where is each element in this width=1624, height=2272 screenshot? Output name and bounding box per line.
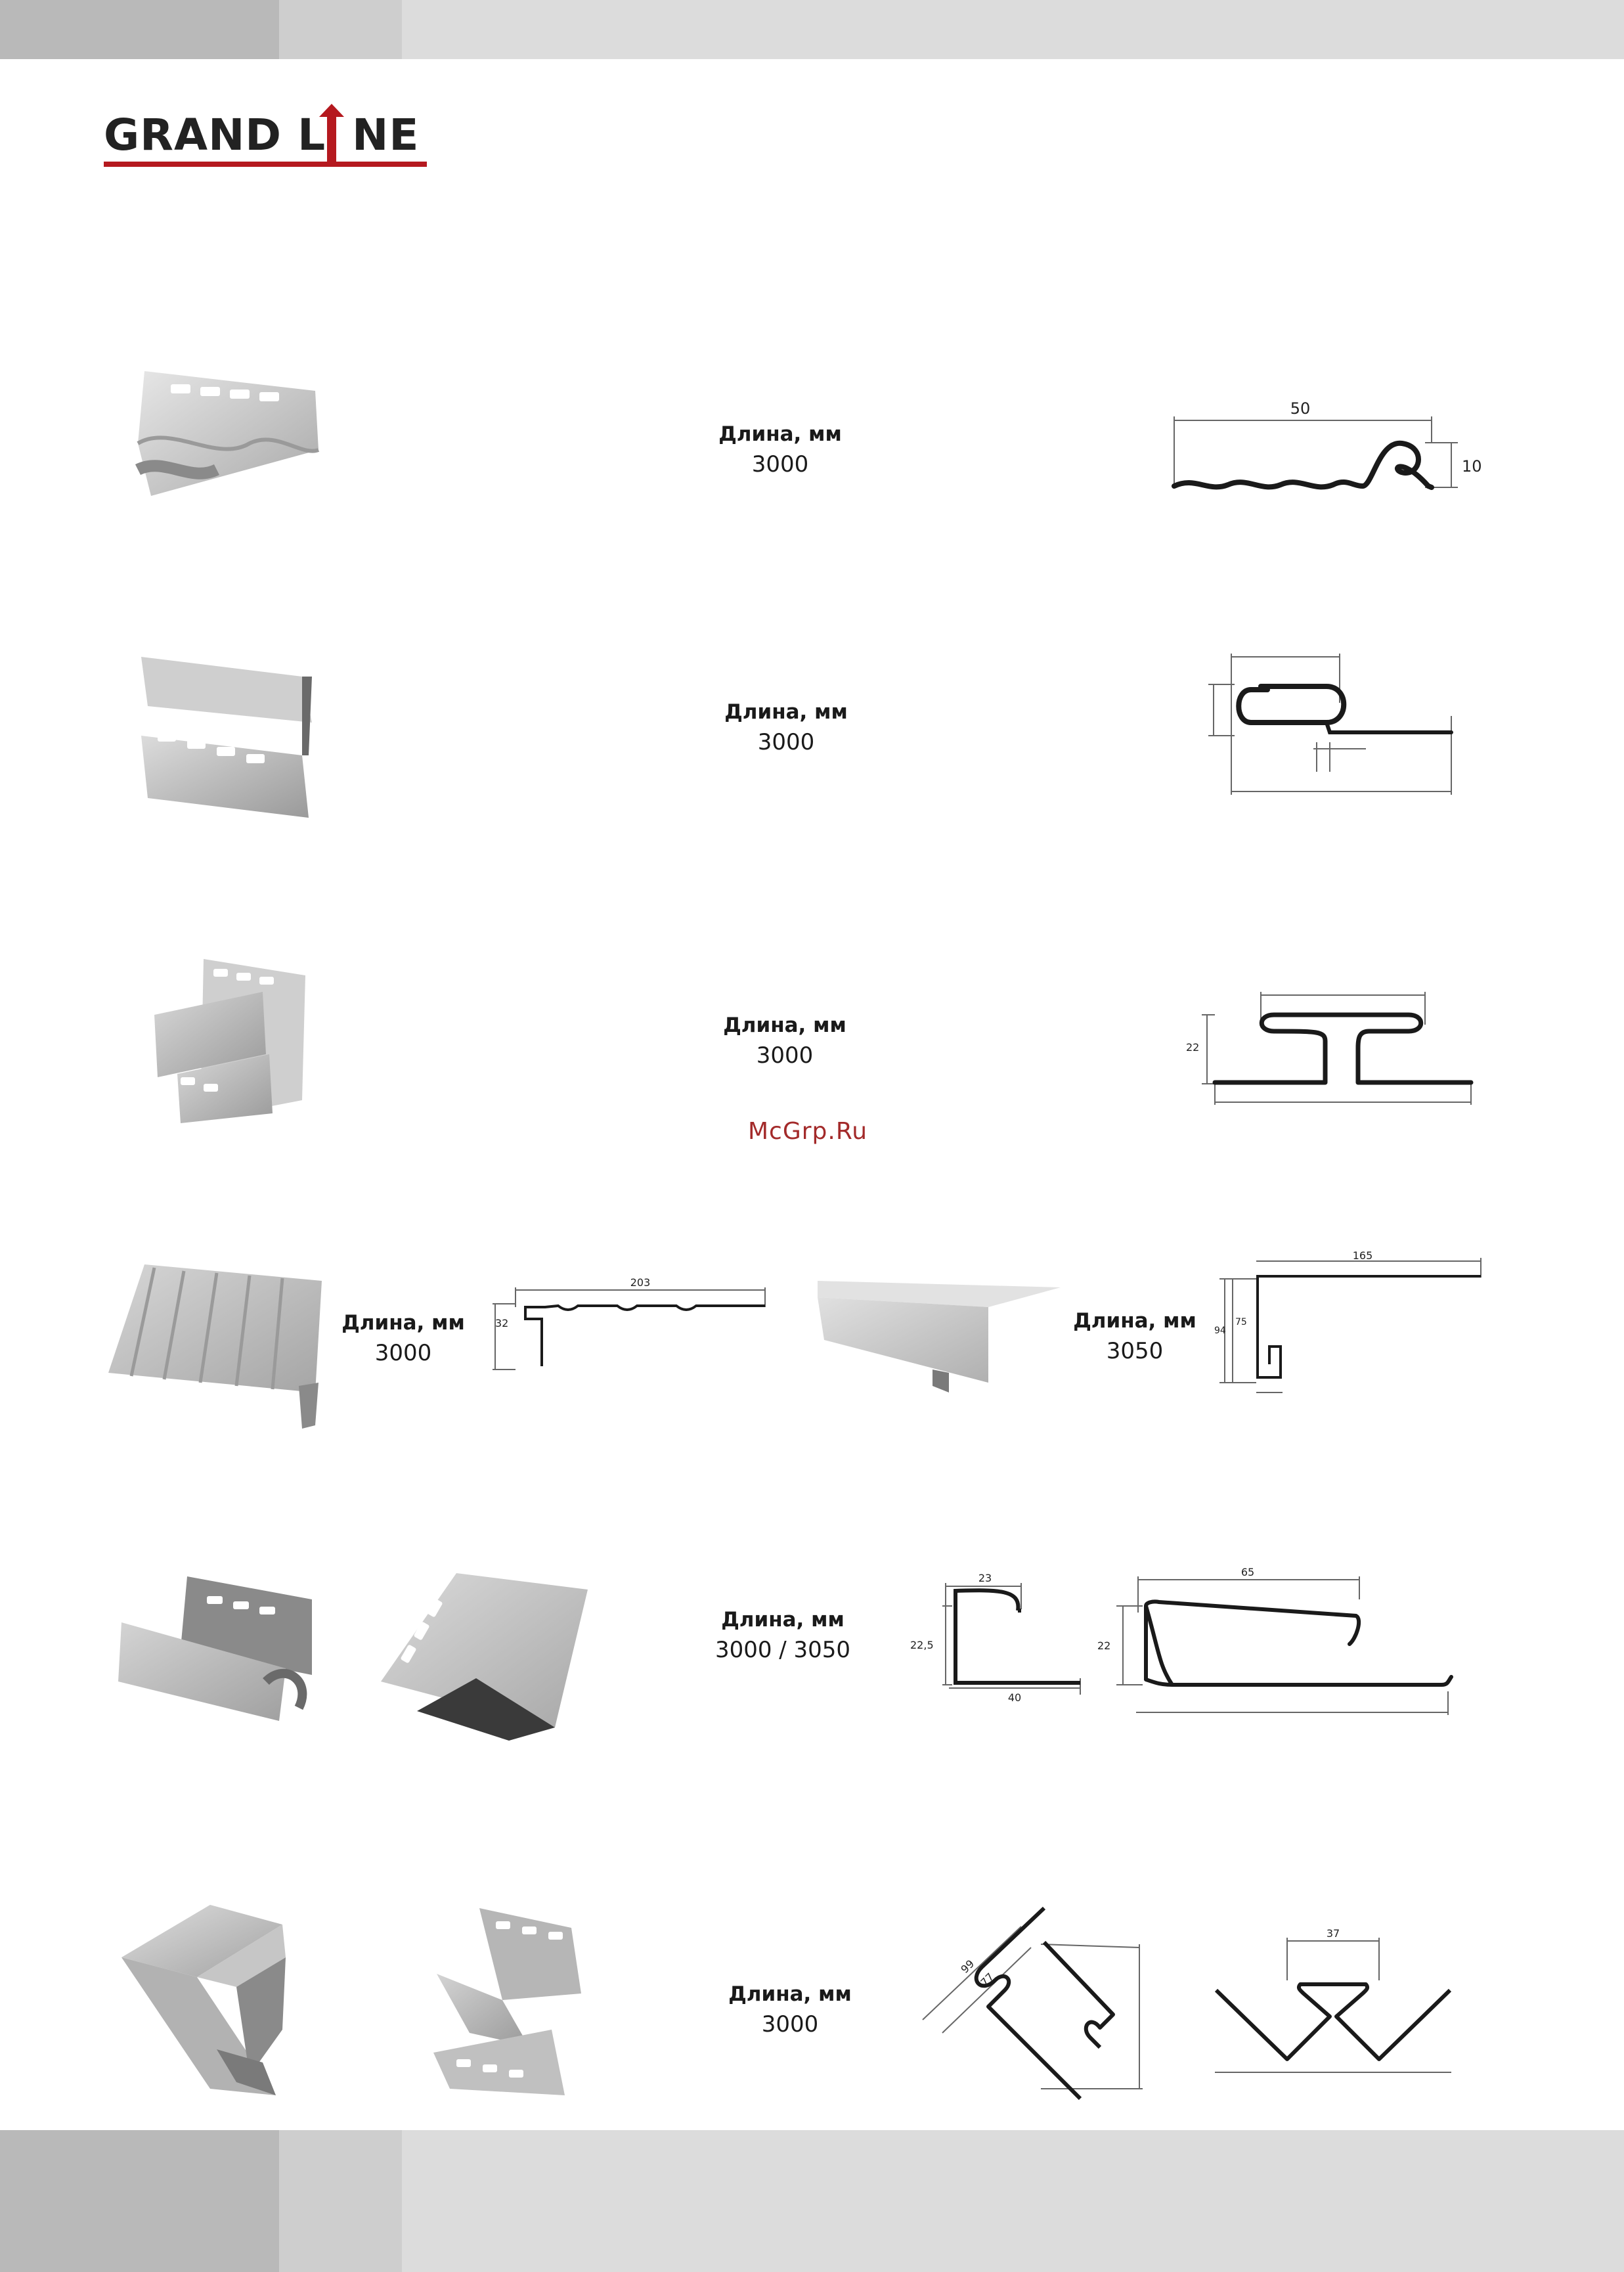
dim-label: 32 — [495, 1317, 508, 1329]
dim-label: 10 — [1462, 457, 1482, 476]
dim-label: 203 — [630, 1276, 651, 1289]
bottom-band-mid — [279, 2130, 402, 2272]
j-chamfer-photo — [378, 1560, 594, 1744]
dim-label: 65 — [1241, 1566, 1254, 1578]
watermark: McGrp.Ru — [722, 1118, 893, 1145]
grand-line-logo: GRAND L NE — [104, 104, 432, 169]
bottom-band-dark — [0, 2130, 279, 2272]
length-value: 3000 — [318, 1337, 489, 1370]
bottom-band-light — [402, 2130, 1624, 2272]
inner-corner-drawing: 37 — [1208, 1928, 1458, 2079]
length-value: 3000 — [705, 2008, 875, 2041]
soffit-photo — [105, 1255, 322, 1432]
dim-label: 22 — [1186, 1041, 1199, 1054]
j-profile-photo — [115, 1570, 325, 1747]
h-profile-drawing: 22 — [1182, 985, 1484, 1117]
length-value: 3000 / 3050 — [697, 1634, 868, 1666]
logo-text-part2: NE — [352, 110, 419, 160]
top-band — [0, 0, 1624, 59]
logo-underline — [104, 162, 427, 167]
dim-label: 40 — [1008, 1691, 1021, 1704]
product-7-length: Длина, мм 3000 — [705, 1980, 875, 2041]
fascia-board-profile-drawing: 165 94 75 — [1218, 1251, 1494, 1402]
dim-label: 75 — [1235, 1317, 1247, 1327]
j-profile-drawing: 23 22,5 40 — [906, 1570, 1090, 1714]
product-3-length: Длина, мм 3000 — [699, 1012, 870, 1072]
starter-strip-photo — [99, 365, 322, 529]
dim-label: 37 — [1327, 1927, 1340, 1940]
inner-corner-photo — [430, 1902, 607, 2105]
top-band-mid — [279, 0, 402, 59]
soffit-profile-drawing: 203 32 — [486, 1274, 775, 1379]
starter-strip-profile-drawing: 50 10 — [1169, 394, 1497, 499]
length-label: Длина, мм — [1049, 1307, 1220, 1335]
outer-corner-photo — [118, 1898, 341, 2102]
logo-text-part1: GRAND L — [104, 110, 326, 160]
product-6-length: Длина, мм 3000 / 3050 — [697, 1606, 868, 1666]
length-value: 3000 — [701, 726, 871, 759]
length-label: Длина, мм — [318, 1309, 489, 1337]
length-value: 3050 — [1049, 1335, 1220, 1368]
product-2-length: Длина, мм 3000 — [701, 698, 871, 759]
length-label: Длина, мм — [695, 420, 866, 448]
top-band-dark — [0, 0, 279, 59]
product-5-length: Длина, мм 3050 — [1049, 1307, 1220, 1368]
dim-label: 22 — [1097, 1639, 1110, 1652]
dim-label: 23 — [978, 1572, 992, 1584]
length-label: Длина, мм — [701, 698, 871, 726]
length-label: Длина, мм — [699, 1012, 870, 1039]
length-value: 3000 — [695, 448, 866, 481]
dim-label: 165 — [1353, 1249, 1373, 1262]
logo-arrow-icon — [318, 104, 345, 163]
dim-label: 99 — [958, 1957, 977, 1976]
length-label: Длина, мм — [705, 1980, 875, 2008]
dim-label: 50 — [1290, 399, 1311, 418]
length-label: Длина, мм — [697, 1606, 868, 1634]
dim-label: 22,5 — [910, 1639, 934, 1651]
outer-corner-drawing: 99 77 — [916, 1921, 1152, 2099]
length-value: 3000 — [699, 1039, 870, 1072]
finish-strip-profile-drawing — [1195, 644, 1471, 801]
j-chamfer-drawing: 65 22 — [1093, 1567, 1461, 1718]
product-1-length: Длина, мм 3000 — [695, 420, 866, 481]
dim-label: 94 — [1214, 1325, 1226, 1336]
h-profile-photo — [151, 956, 322, 1126]
bottom-band — [0, 2130, 1624, 2272]
finish-strip-photo — [138, 650, 335, 821]
product-4-length: Длина, мм 3000 — [318, 1309, 489, 1370]
top-band-light — [402, 0, 1624, 59]
fascia-board-photo — [814, 1271, 1064, 1396]
